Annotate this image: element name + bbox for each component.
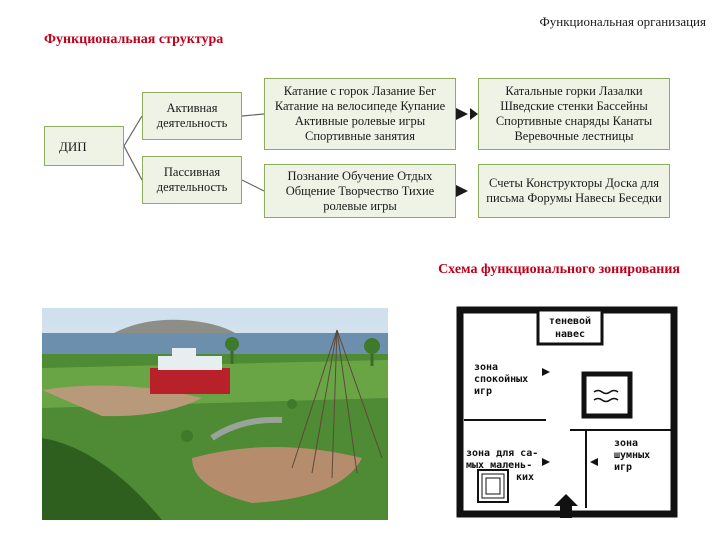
dip-box: ДИП bbox=[44, 126, 124, 166]
org-title: Функциональная организация bbox=[539, 14, 707, 29]
structure-title: Функциональная структура bbox=[44, 32, 224, 47]
passive-equipment-box: Счеты Конструкторы Доска для письма Фору… bbox=[478, 164, 670, 218]
quiet-zone-label-1: зона bbox=[474, 362, 498, 373]
quiet-zone-label-2: спокойных bbox=[474, 373, 528, 385]
scheme-title: Схема функционального зонирования bbox=[438, 262, 680, 277]
sandbox-icon bbox=[477, 469, 509, 503]
noisy-zone-label-1: зона bbox=[614, 438, 638, 449]
zoning-plan: теневой навес зона спокойных игр зона дл… bbox=[456, 306, 682, 524]
active-actions-box: Катание с горок Лазание Бег Катание на в… bbox=[264, 78, 456, 150]
shade-label-1: теневой bbox=[549, 315, 591, 327]
playground-photo bbox=[42, 308, 388, 520]
passive-actions-box: Познание Обучение Отдых Общение Творчест… bbox=[264, 164, 456, 218]
kids-zone-label-3: ких bbox=[516, 472, 534, 483]
kids-zone-label-2: мых малень- bbox=[466, 460, 532, 471]
quiet-zone-label-3: игр bbox=[474, 386, 492, 397]
shade-structure bbox=[536, 308, 604, 346]
noisy-zone-label-2: шумных bbox=[614, 450, 650, 461]
pool-icon bbox=[581, 371, 633, 419]
diagram-connectors bbox=[123, 108, 478, 197]
active-equipment-box: Катальные горки Лазалки Шведские стенки … bbox=[478, 78, 670, 150]
passive-activity-box: Пассивная деятельность bbox=[142, 156, 242, 204]
active-activity-box: Активная деятельность bbox=[142, 92, 242, 140]
noisy-zone-label-3: игр bbox=[614, 462, 632, 473]
shade-label-2: навес bbox=[555, 329, 585, 340]
kids-zone-label-1: зона для са- bbox=[466, 448, 538, 459]
